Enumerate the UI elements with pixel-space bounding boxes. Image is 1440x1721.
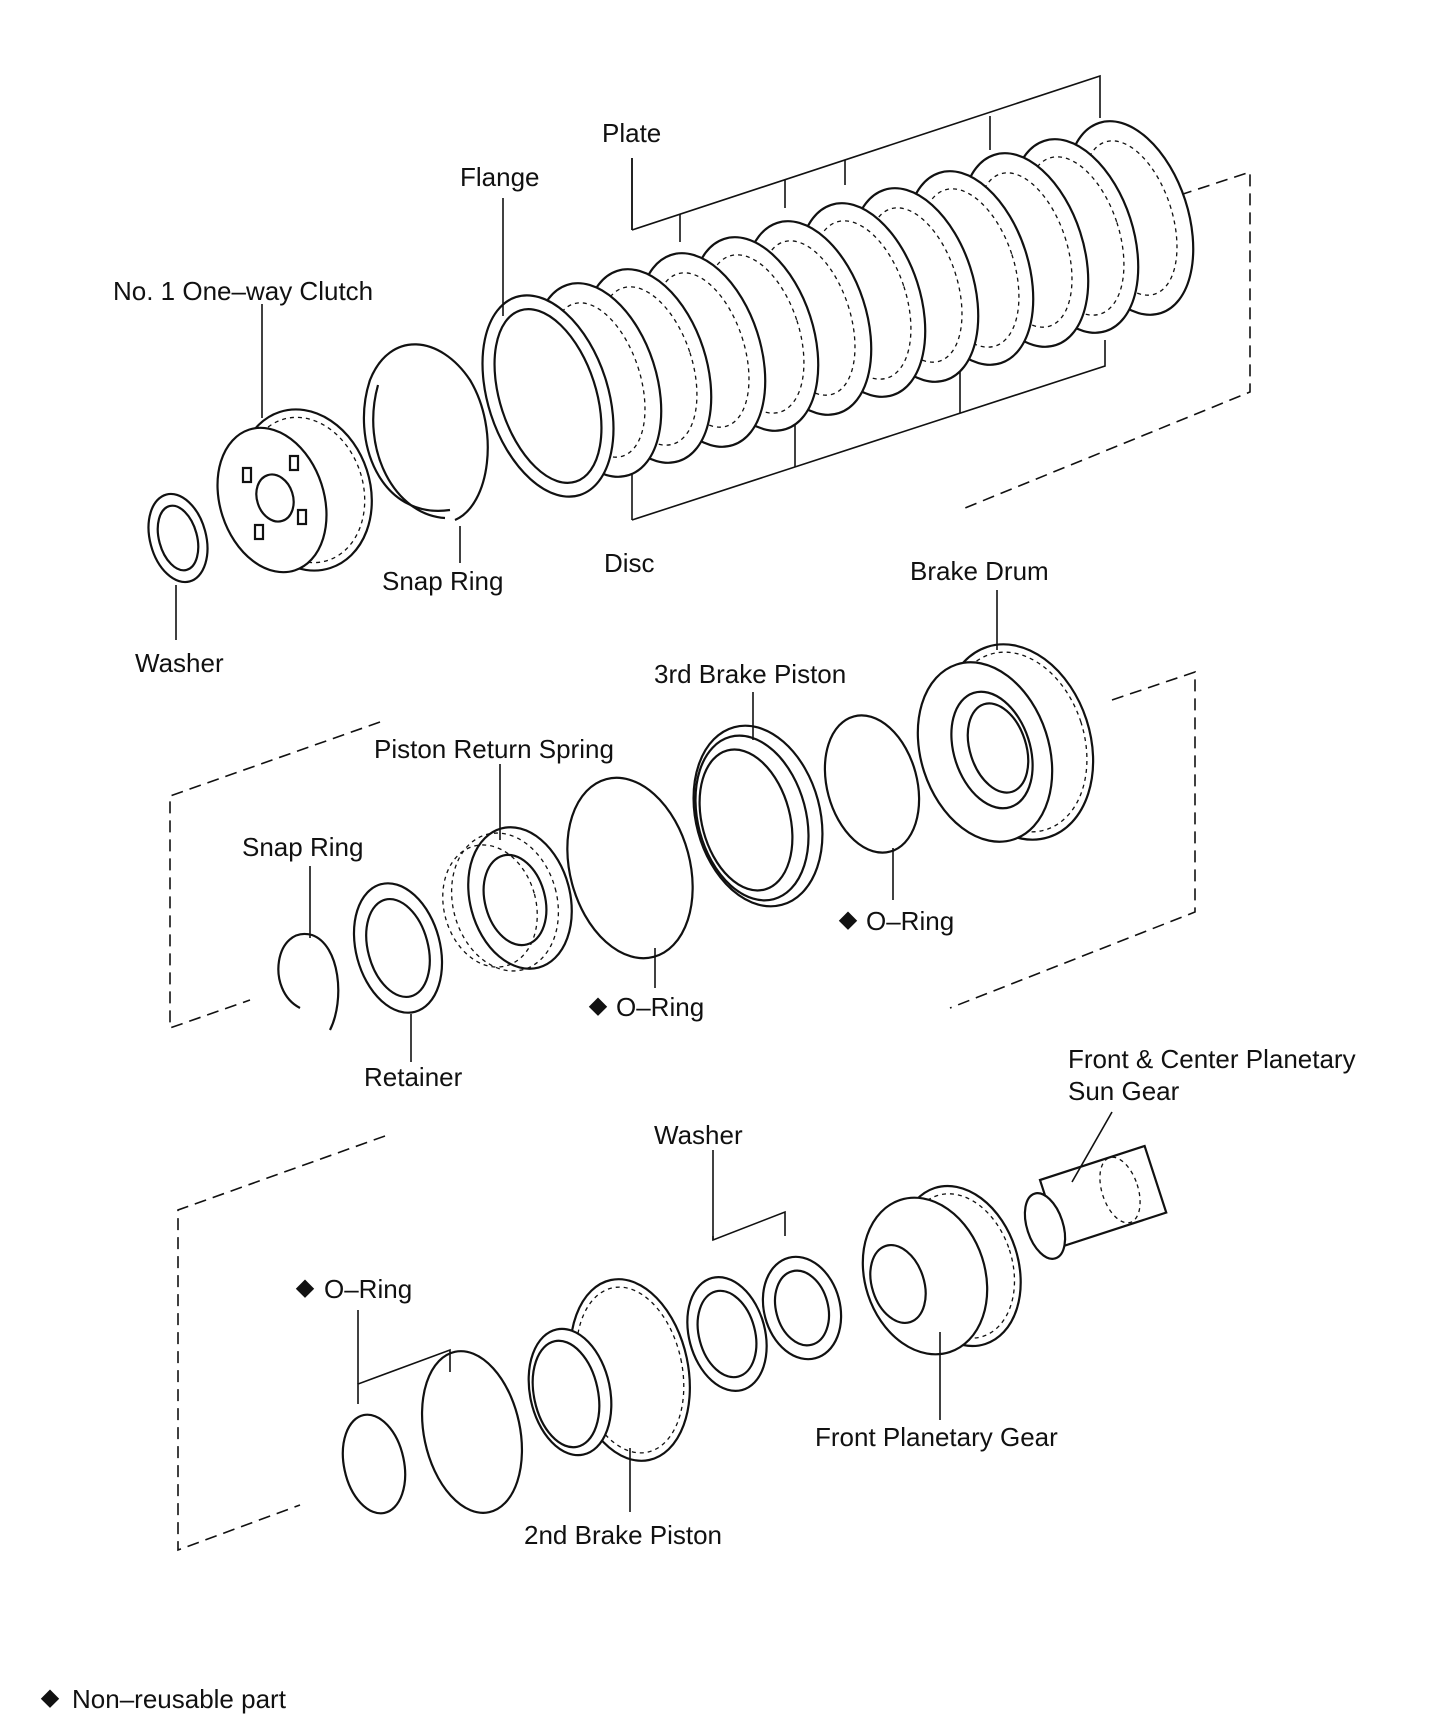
label-o-ring-mid-right-text: O–Ring [866, 906, 954, 936]
label-piston-return-spring: Piston Return Spring [374, 734, 614, 764]
clutch-pack [533, 120, 1195, 478]
label-one-way-clutch: No. 1 One–way Clutch [113, 276, 373, 306]
label-o-ring-mid-left: O–Ring [588, 992, 704, 1022]
legend-text: Non–reusable part [72, 1684, 287, 1714]
non-reusable-diamond-icon [838, 911, 858, 930]
non-reusable-diamond-icon [588, 997, 608, 1016]
label-washer-top: Washer [135, 648, 224, 678]
front-planetary-gear-part [861, 1184, 1022, 1356]
o-ring-bottom-large-part [420, 1350, 524, 1514]
piston-return-spring-part [442, 826, 573, 972]
o-ring-bottom-small-part [341, 1413, 407, 1515]
o-ring-mid-right-part [823, 714, 921, 854]
label-o-ring-mid-right: O–Ring [838, 906, 954, 936]
washer-top-part [147, 492, 209, 584]
labels: Plate Flange No. 1 One–way Clutch Snap R… [113, 118, 1356, 1550]
o-ring-mid-left-part [566, 776, 694, 960]
label-third-brake-piston: 3rd Brake Piston [654, 659, 846, 689]
label-disc: Disc [604, 548, 655, 578]
label-washer-bottom: Washer [654, 1120, 743, 1150]
third-brake-piston-part [692, 724, 824, 908]
washer-bottom-parts [686, 1255, 843, 1392]
label-sun-gear-line1: Front & Center Planetary [1068, 1044, 1356, 1074]
sun-gear-part [1023, 1144, 1168, 1260]
snap-ring-mid-part [277, 932, 340, 1031]
label-o-ring-mid-left-text: O–Ring [616, 992, 704, 1022]
bottom-assembly [177, 1111, 1168, 1552]
top-assembly [147, 74, 1251, 640]
legend: Non–reusable part [40, 1684, 287, 1714]
second-brake-piston-part [527, 1278, 691, 1462]
label-snap-ring-mid: Snap Ring [242, 832, 363, 862]
label-o-ring-bottom: O–Ring [295, 1274, 412, 1304]
brake-drum-part [916, 643, 1095, 843]
one-way-clutch-part [216, 408, 373, 574]
non-reusable-diamond-icon [295, 1279, 315, 1298]
middle-assembly [169, 590, 1196, 1062]
label-retainer: Retainer [364, 1062, 463, 1092]
retainer-part [352, 882, 444, 1014]
flange-part [481, 294, 615, 498]
label-snap-ring-top: Snap Ring [382, 566, 503, 596]
non-reusable-diamond-icon [40, 1689, 60, 1708]
label-front-planetary-gear: Front Planetary Gear [815, 1422, 1058, 1452]
label-second-brake-piston: 2nd Brake Piston [524, 1520, 722, 1550]
label-sun-gear-line2: Sun Gear [1068, 1076, 1180, 1106]
label-brake-drum: Brake Drum [910, 556, 1049, 586]
label-o-ring-bottom-text: O–Ring [324, 1274, 412, 1304]
label-flange: Flange [460, 162, 540, 192]
label-plate: Plate [602, 118, 661, 148]
snap-ring-top-part [362, 343, 489, 522]
